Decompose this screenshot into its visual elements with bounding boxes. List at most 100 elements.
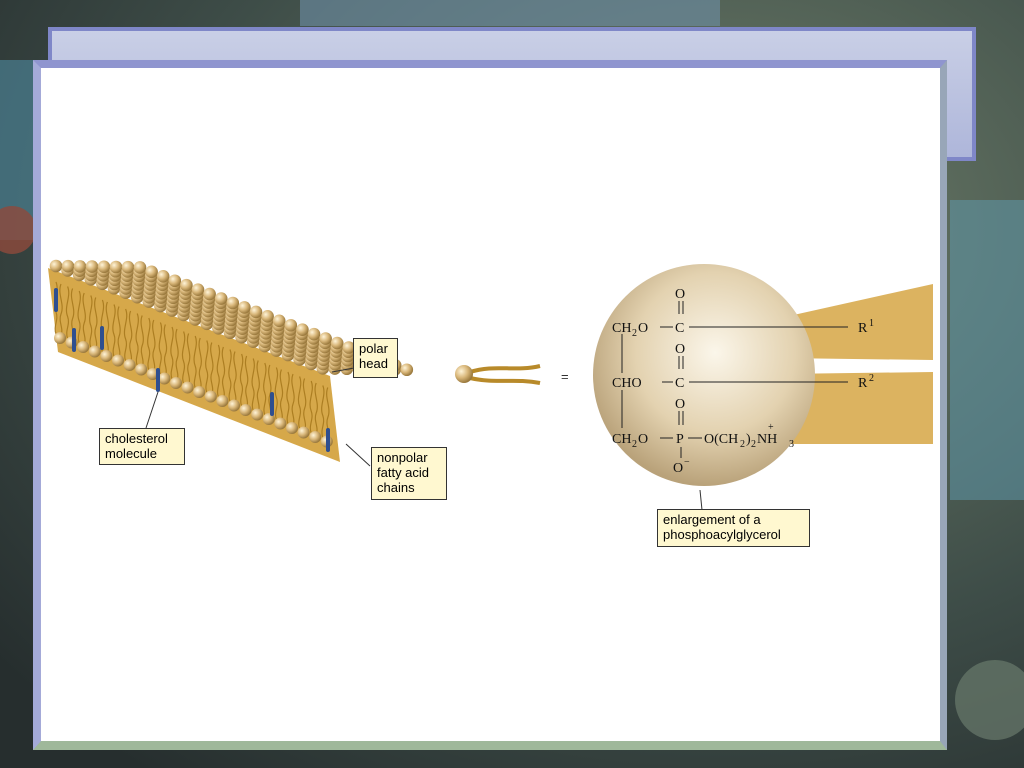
svg-text:CH: CH xyxy=(612,432,631,447)
svg-text:CH: CH xyxy=(612,321,631,336)
lipid-head xyxy=(309,431,322,443)
fatty-acid-tail xyxy=(274,367,279,420)
cholesterol-molecule xyxy=(54,288,58,312)
lipid-head xyxy=(156,270,170,283)
fatty-acid-tail xyxy=(210,342,214,395)
lipid-head xyxy=(296,323,309,337)
svg-text:O: O xyxy=(675,397,685,412)
fatty-acid-tail xyxy=(117,306,121,359)
equals-sign: = xyxy=(561,369,569,384)
lipid-head xyxy=(262,413,275,425)
lipid-head xyxy=(274,417,287,430)
lipid-head xyxy=(272,314,286,328)
lipid-head xyxy=(238,301,251,314)
lipid-head xyxy=(180,278,193,292)
lipid-head xyxy=(251,408,264,421)
cholesterol-molecule xyxy=(156,368,160,392)
cholesterol-molecule xyxy=(270,392,274,416)
svg-text:1: 1 xyxy=(869,318,874,329)
lipid-bilayer xyxy=(48,259,414,462)
chemical-structure xyxy=(621,301,848,458)
svg-text:2: 2 xyxy=(740,439,745,450)
fatty-acid-tail xyxy=(175,328,179,382)
fatty-acid-tail xyxy=(158,322,163,375)
svg-text:C: C xyxy=(675,376,684,391)
fatty-acid-tail xyxy=(321,385,325,438)
fatty-acid-tail xyxy=(65,286,70,339)
fatty-acid-tail xyxy=(233,351,237,404)
svg-text:CHO: CHO xyxy=(612,376,642,391)
fatty-acid-tail xyxy=(205,340,209,393)
svg-text:C: C xyxy=(675,321,684,336)
fatty-acid-tail xyxy=(256,360,260,413)
lipid-head xyxy=(216,395,229,407)
fatty-acid-tail xyxy=(135,313,139,366)
cholesterol-molecule xyxy=(72,328,76,352)
fatty-acid-tail xyxy=(198,337,202,391)
lipid-head xyxy=(307,327,321,341)
fatty-acid-tail xyxy=(170,326,174,380)
fatty-acid-tail xyxy=(216,344,221,398)
svg-text:2: 2 xyxy=(632,439,637,450)
lipid-head xyxy=(135,363,148,376)
fatty-acid-tail xyxy=(244,355,249,409)
lipid-head xyxy=(191,283,205,296)
fatty-acid-tail xyxy=(186,333,191,386)
lipid-head xyxy=(342,341,356,354)
fatty-acid-tail xyxy=(279,369,284,422)
lipid-head xyxy=(97,260,111,274)
lipid-head xyxy=(88,345,101,358)
svg-text:O: O xyxy=(638,432,648,447)
svg-text:O: O xyxy=(675,342,685,357)
fatty-acid-tail xyxy=(181,331,186,384)
fatty-acid-tail xyxy=(123,308,128,362)
fatty-acid-tail xyxy=(239,353,244,407)
fatty-acid-tail xyxy=(112,304,116,357)
fatty-acid-tail xyxy=(251,358,255,411)
fatty-acid-tail xyxy=(105,301,110,355)
slide xyxy=(33,60,947,750)
fatty-acid-tail xyxy=(314,382,318,436)
lipid-head xyxy=(400,363,414,377)
fatty-acid-tail xyxy=(140,315,144,368)
lipid-head xyxy=(286,422,298,434)
lipid-head xyxy=(168,274,182,288)
enlargement-label: enlargement of a phosphoacylglycerol xyxy=(657,509,810,547)
lipid-head xyxy=(61,259,75,273)
fatty-acid-tail xyxy=(89,295,93,348)
lipid-head xyxy=(330,336,344,350)
lipid-head xyxy=(249,305,263,319)
lipid-head xyxy=(228,399,240,412)
cholesterol-molecule xyxy=(326,428,330,452)
svg-text:R: R xyxy=(858,321,868,336)
cholesterol-label: cholesterol molecule xyxy=(99,428,185,465)
lipid-head xyxy=(239,404,252,416)
lipid-head xyxy=(54,332,66,344)
fatty-acid-tail xyxy=(147,317,151,371)
lipid-head xyxy=(204,390,217,403)
fatty-acid-tail xyxy=(152,319,156,373)
lipid-head xyxy=(133,261,147,274)
svg-text:+: + xyxy=(768,422,774,433)
svg-text:NH: NH xyxy=(757,432,777,447)
fatty-acid-tail xyxy=(77,290,81,344)
fatty-acid-tail xyxy=(94,297,98,350)
lipid-head xyxy=(319,332,332,345)
lipid-head xyxy=(226,296,240,310)
lipid-head xyxy=(77,341,90,353)
fatty-acid-tail xyxy=(309,380,313,434)
lipid-head xyxy=(297,426,310,439)
fatty-acid-tail xyxy=(263,362,267,416)
lipid-head xyxy=(145,265,158,279)
lipid-head xyxy=(112,354,124,367)
fatty-acid-tail xyxy=(302,378,307,431)
fatty-acid-tail xyxy=(228,349,232,402)
fatty-acid-tail xyxy=(59,283,63,337)
svg-text:O: O xyxy=(673,461,683,476)
fatty-acid-tail xyxy=(221,346,226,400)
svg-text:O: O xyxy=(638,321,648,336)
svg-text:O: O xyxy=(675,287,685,302)
svg-text:R: R xyxy=(858,376,868,391)
fatty-acid-tail xyxy=(286,371,290,425)
